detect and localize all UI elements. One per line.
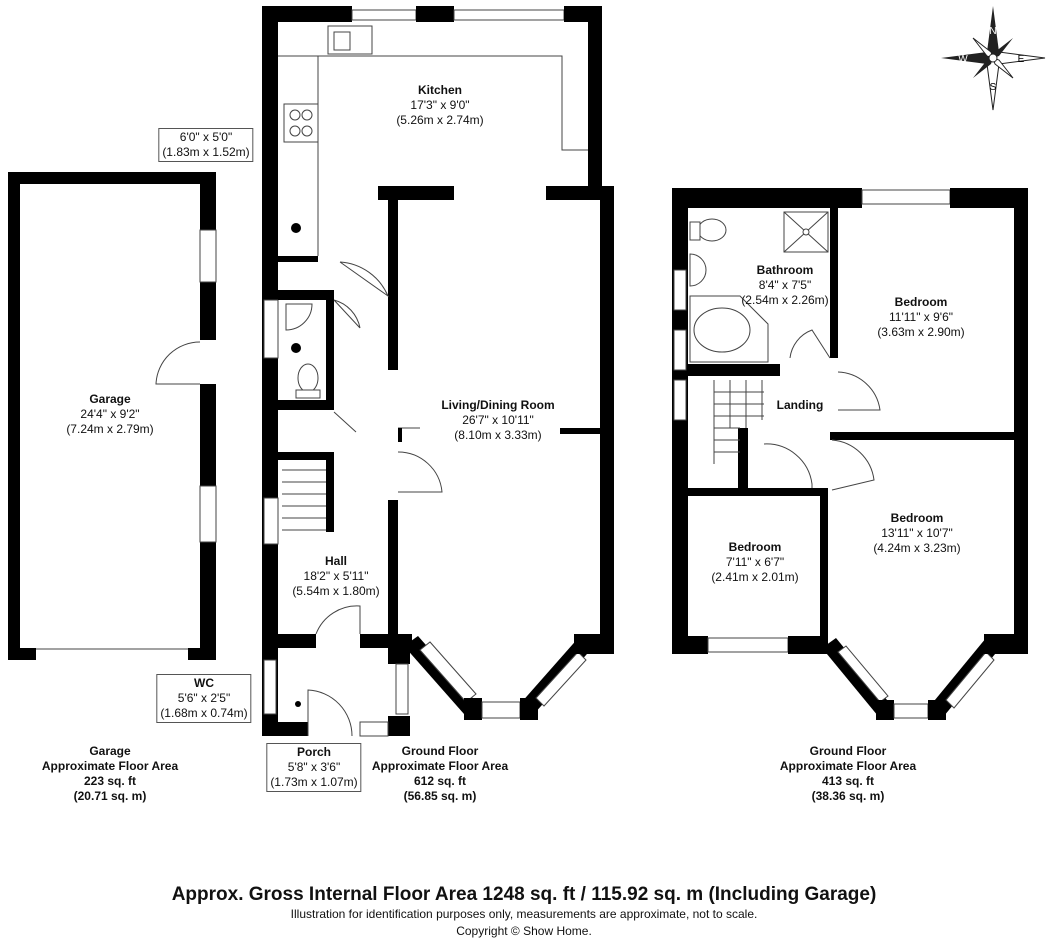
- area-title: Ground Floor: [809, 744, 887, 758]
- room-landing: Landing: [777, 398, 824, 413]
- compass-rose: N S W E: [941, 6, 1046, 111]
- room-size-imperial: 7'11" x 6'7": [725, 555, 785, 569]
- room-size-imperial: 13'11" x 10'7": [881, 526, 953, 540]
- room-size-metric: (3.63m x 2.90m): [877, 325, 965, 339]
- room-size-metric: (7.24m x 2.79m): [66, 422, 154, 436]
- gross-floor-area: Approx. Gross Internal Floor Area 1248 s…: [171, 884, 877, 905]
- area-upper-floor: Ground Floor Approximate Floor Area 413 …: [780, 744, 916, 804]
- compass-n: N: [989, 26, 996, 37]
- area-sqm: (20.71 sq. m): [73, 789, 147, 803]
- room-size-imperial: 8'4" x 7'5": [758, 278, 812, 292]
- room-size-imperial: 11'11" x 9'6": [888, 310, 954, 324]
- room-size-metric: (2.41m x 2.01m): [711, 570, 799, 584]
- room-name: Bedroom: [890, 511, 944, 525]
- ground-floor-plan: [262, 6, 614, 737]
- disclaimer: Illustration for identification purposes…: [290, 907, 758, 921]
- room-size-metric: (5.26m x 2.74m): [396, 113, 484, 127]
- room-name: Porch: [296, 745, 331, 759]
- area-title: Garage: [89, 744, 131, 758]
- area-sqft: 413 sq. ft: [821, 774, 875, 788]
- area-garage: Garage Approximate Floor Area 223 sq. ft…: [42, 744, 178, 804]
- room-bedroom-2: Bedroom 7'11" x 6'7" (2.41m x 2.01m): [711, 540, 798, 585]
- room-hall: Hall 18'2" x 5'11" (5.54m x 1.80m): [292, 554, 379, 599]
- room-porch: Porch 5'8" x 3'6" (1.73m x 1.07m): [266, 743, 362, 792]
- room-name: Garage: [89, 392, 131, 406]
- room-size-metric: (8.10m x 3.33m): [454, 428, 542, 442]
- room-size-imperial: 6'0" x 5'0": [179, 130, 233, 144]
- compass-e: E: [1018, 54, 1025, 65]
- room-size-metric: (1.73m x 1.07m): [270, 775, 358, 789]
- room-bedroom-3: Bedroom 13'11" x 10'7" (4.24m x 3.23m): [873, 511, 960, 556]
- area-ground-floor: Ground Floor Approximate Floor Area 612 …: [372, 744, 508, 804]
- room-name: Kitchen: [417, 83, 462, 97]
- area-sqft: 612 sq. ft: [413, 774, 467, 788]
- room-living-dining: Living/Dining Room 26'7" x 10'11" (8.10m…: [441, 398, 554, 443]
- copyright: Copyright © Show Home.: [456, 924, 592, 938]
- area-sqm: (56.85 sq. m): [403, 789, 477, 803]
- compass-s: S: [990, 82, 997, 93]
- room-size-imperial: 26'7" x 10'11": [462, 413, 534, 427]
- compass-w: W: [958, 54, 968, 65]
- room-wc: WC 5'6" x 2'5" (1.68m x 0.74m): [156, 674, 252, 723]
- area-sqm: (38.36 sq. m): [811, 789, 885, 803]
- room-garage: Garage 24'4" x 9'2" (7.24m x 2.79m): [66, 392, 153, 437]
- upper-floor-plan: [672, 188, 1028, 720]
- room-size-metric: (1.83m x 1.52m): [162, 145, 250, 159]
- room-name: Hall: [324, 554, 347, 568]
- area-subtitle: Approximate Floor Area: [41, 759, 179, 773]
- room-name: Bedroom: [894, 295, 948, 309]
- room-bathroom: Bathroom 8'4" x 7'5" (2.54m x 2.26m): [741, 263, 828, 308]
- room-size-imperial: 24'4" x 9'2": [80, 407, 140, 421]
- area-title: Ground Floor: [401, 744, 479, 758]
- area-subtitle: Approximate Floor Area: [371, 759, 509, 773]
- room-name: WC: [194, 676, 214, 690]
- room-name: Living/Dining Room: [441, 398, 555, 412]
- room-size-imperial: 18'2" x 5'11": [303, 569, 369, 583]
- room-bedroom-1: Bedroom 11'11" x 9'6" (3.63m x 2.90m): [877, 295, 964, 340]
- room-size-metric: (4.24m x 3.23m): [873, 541, 961, 555]
- room-size-metric: (5.54m x 1.80m): [292, 584, 380, 598]
- area-subtitle: Approximate Floor Area: [779, 759, 917, 773]
- room-size-metric: (1.68m x 0.74m): [160, 706, 248, 720]
- garage-plan: [8, 172, 217, 660]
- room-size-imperial: 5'8" x 3'6": [287, 760, 341, 774]
- room-size-metric: (2.54m x 2.26m): [741, 293, 829, 307]
- room-name: Landing: [776, 398, 824, 412]
- room-name: Bedroom: [728, 540, 782, 554]
- area-sqft: 223 sq. ft: [83, 774, 137, 788]
- room-size-imperial: 5'6" x 2'5": [177, 691, 231, 705]
- room-kitchen: Kitchen 17'3" x 9'0" (5.26m x 2.74m): [396, 83, 483, 128]
- room-size-imperial: 17'3" x 9'0": [410, 98, 470, 112]
- room-name: Bathroom: [756, 263, 814, 277]
- room-store: 6'0" x 5'0" (1.83m x 1.52m): [158, 128, 254, 162]
